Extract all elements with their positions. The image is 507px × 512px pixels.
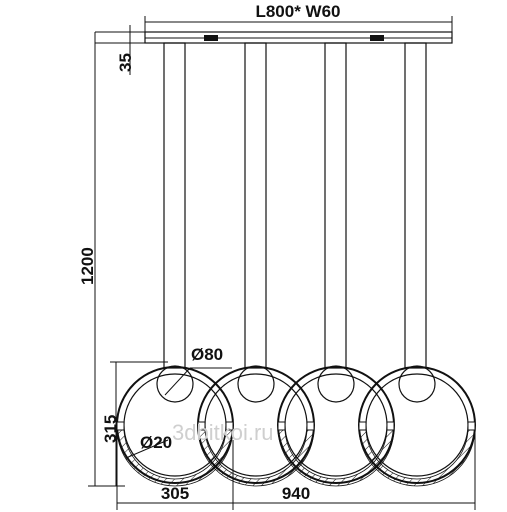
suspension-tubes — [163, 42, 427, 369]
ring-2 — [197, 365, 315, 487]
ring-width-label: 305 — [161, 484, 189, 503]
total-width-label: 940 — [282, 484, 310, 503]
canopy-bar — [144, 31, 453, 44]
canopy-height-label: 35 — [116, 53, 135, 72]
left-dimensions: 35 1200 315 — [78, 25, 168, 487]
top-dimension: L800* W60 — [144, 2, 453, 34]
tube-diameter-label: Ø20 — [140, 433, 172, 452]
bottom-dimensions: 305 940 — [116, 430, 476, 510]
watermark: 3dbitkoi.ru — [172, 420, 274, 445]
ball-diameter-label: Ø80 — [191, 345, 223, 364]
ball-callout: Ø80 — [164, 345, 232, 396]
ring-1 — [116, 365, 234, 487]
ring-4 — [358, 365, 476, 487]
ring-height-label: 315 — [101, 415, 120, 443]
total-height-label: 1200 — [78, 247, 97, 285]
ring-3 — [277, 365, 395, 487]
tube-callout: Ø20 — [125, 433, 172, 459]
top-dimension-label: L800* W60 — [255, 2, 340, 21]
